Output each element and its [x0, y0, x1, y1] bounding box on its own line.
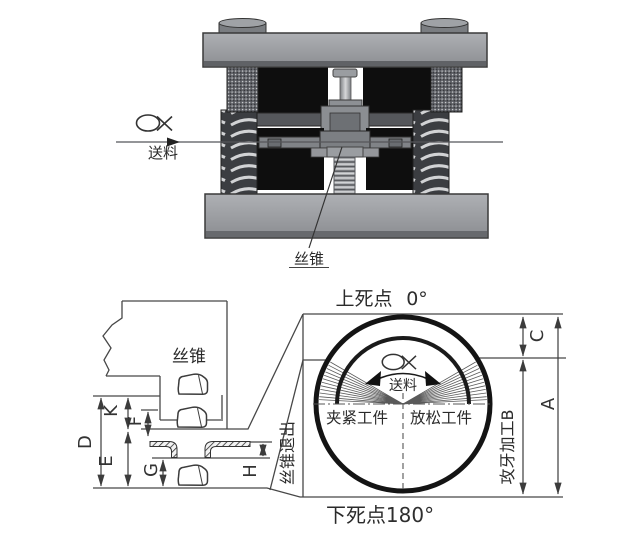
guide-post-left — [226, 66, 259, 113]
press-3d-view: 送料 丝锥 — [116, 18, 503, 268]
dim-letter-C: C — [527, 330, 548, 343]
ram-break-zigzag — [102, 301, 123, 377]
timing-diagram: 送料 夹紧工件 放松工件 上死点 0° 下死点 180° C A 攻牙加工B — [302, 288, 566, 527]
bdc-label: 下死点 — [326, 503, 386, 527]
feed-label: 送料 — [148, 144, 178, 162]
spring-left — [220, 109, 258, 195]
feed-arrow-left — [365, 371, 381, 386]
flange-bolt-left — [267, 138, 282, 148]
baseline-and-box-bottom — [93, 487, 563, 498]
feed-arc — [377, 372, 429, 380]
tap-position-bottom — [177, 464, 209, 486]
schematic-tap-label: 丝锥 — [172, 347, 206, 367]
upper-black-block-right — [363, 67, 432, 114]
top-bolt-left — [218, 18, 267, 36]
circle-feed-label: 送料 — [389, 378, 417, 394]
bottom-plate — [204, 193, 489, 239]
dim-letter-D: D — [75, 435, 96, 449]
flange-bolt-right — [388, 138, 403, 148]
feed-arrow-right — [425, 371, 441, 386]
dim-letter-A: A — [538, 397, 559, 410]
dim-letter-H: H — [240, 464, 261, 478]
tap-collar — [326, 146, 364, 158]
clamp-label: 夹紧工件 — [326, 409, 388, 427]
tap-position-top — [177, 373, 209, 395]
top-plate — [202, 32, 488, 68]
dim-letter-E: E — [96, 455, 117, 466]
ram-step — [106, 375, 223, 421]
tap-holder-collar — [319, 130, 371, 149]
tdc-label: 上死点 — [335, 288, 392, 310]
dim-letter-G: G — [141, 463, 162, 477]
bdc-angle: 180° — [386, 503, 434, 527]
tap-position-mid — [176, 406, 208, 428]
release-label: 放松工件 — [410, 409, 472, 427]
spring-right — [412, 109, 450, 195]
tdc-angle: 0° — [406, 288, 428, 310]
tapping-label: 攻牙加工B — [498, 410, 517, 485]
tap-leader-line — [308, 146, 343, 249]
upper-black-block-left — [258, 67, 328, 114]
guide-post-right — [430, 66, 463, 113]
dim-letter-K: K — [101, 404, 122, 417]
schematic-dimensions — [97, 397, 267, 487]
part-fish-symbol — [135, 114, 173, 132]
workpiece-section — [149, 441, 251, 458]
projection-line-top — [141, 313, 304, 430]
timing-dimensions — [519, 316, 562, 495]
inner-arc — [335, 336, 471, 405]
top-bolt-right — [420, 18, 469, 36]
tap-exit-label: 丝锥退出 — [278, 421, 297, 485]
ram-outline — [122, 300, 228, 429]
dim-letter-F: F — [125, 416, 146, 426]
press-tap-label: 丝锥 — [294, 250, 324, 268]
feed-arrowhead — [167, 137, 180, 147]
spindle-assembly — [320, 68, 370, 139]
